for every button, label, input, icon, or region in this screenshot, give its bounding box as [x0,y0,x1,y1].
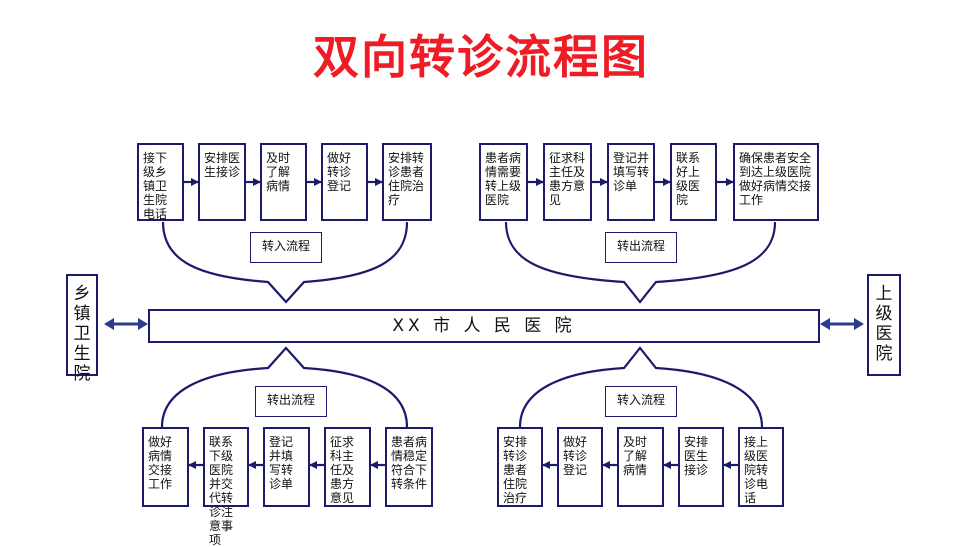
step-box: 安排医生接诊 [678,427,724,507]
step-box: 接下级乡镇卫生院电话 [137,143,184,221]
central-hospital-bar: XX 市 人 民 医 院 [148,309,820,343]
funnel-connector [160,346,409,428]
funnel-connector [504,221,777,304]
step-box: 登记并填写转诊单 [607,143,655,221]
step-box: 及时了解病情 [617,427,664,507]
step-box: 患者病情需要转上级医院 [479,143,528,221]
step-box: 联系下级医院并交代转诊注意事项 [203,427,249,547]
step-box: 确保患者安全到达上级医院做好病情交接工作 [733,143,819,221]
side-box-township: 乡镇卫生院 [66,274,98,384]
step-box: 征求科主任及患方意见 [324,427,371,507]
step-box: 接上级医院转诊电话 [738,427,784,507]
flow-label: 转入流程 [605,386,677,417]
step-box: 登记并填写转诊单 [263,427,310,507]
step-box: 做好转诊登记 [557,427,603,507]
flow-label: 转出流程 [605,232,677,263]
side-box-superior: 上级医院 [867,274,901,376]
step-box: 安排医生接诊 [198,143,246,221]
step-box: 安排转诊患者住院治疗 [497,427,543,507]
step-box: 联系好上级医院 [670,143,717,221]
diagram-title: 双向转诊流程图 [313,30,649,84]
step-box: 做好病情交接工作 [142,427,189,507]
funnel-connector [161,221,409,304]
step-box: 及时了解病情 [260,143,307,221]
step-box: 安排转诊患者住院治疗 [382,143,432,221]
flow-label: 转入流程 [250,232,322,263]
step-box: 患者病情稳定符合下转条件 [385,427,433,507]
flow-label: 转出流程 [255,386,327,417]
step-box: 做好转诊登记 [321,143,368,221]
step-box: 征求科主任及患方意见 [543,143,592,221]
funnel-connector [518,346,764,428]
